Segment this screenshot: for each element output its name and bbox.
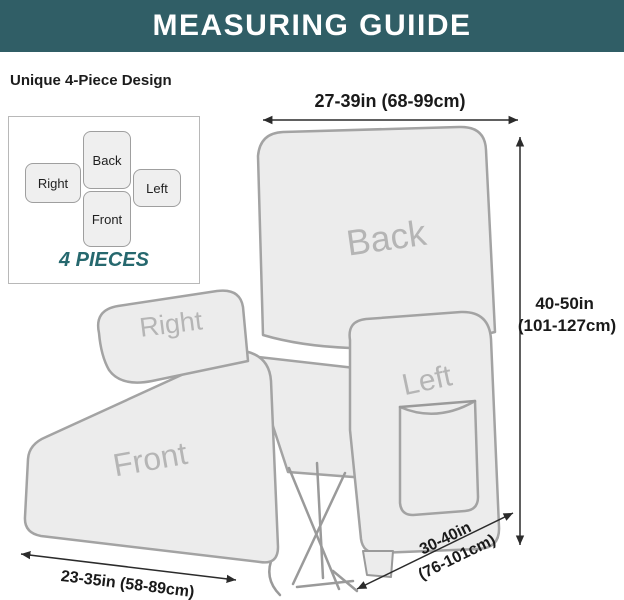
right-armrest-shape [96,289,250,384]
mechanism-foot [331,569,359,593]
width-label-top: 27-39in (68-99cm) [314,91,465,111]
piece-right: Right [25,163,81,203]
pieces-diagram: Back Right Left Front 4 PIECES [8,116,200,284]
height-label-line1: 40-50in [535,294,594,313]
piece-back: Back [83,131,131,189]
mechanism-base-bar [295,579,355,589]
footrest-shape [23,348,280,564]
page-title: MEASURING GUIIDE [152,9,472,42]
header-banner: MEASURING GUIIDE [0,0,624,52]
mechanism-strut-2 [291,471,347,586]
mechanism-strut-3 [315,461,325,580]
depth-arrow [356,512,514,590]
piece-left: Left [133,169,181,207]
piece-front: Front [83,191,131,247]
height-label: 40-50in (101-127cm) [518,294,616,335]
side-pocket [398,399,480,517]
height-label-line2: (101-127cm) [518,316,616,335]
mechanism-strut-1 [287,466,341,591]
width-arrow-bottom [20,550,237,584]
pocket-opening [398,399,477,409]
design-label: Unique 4-Piece Design [10,72,172,89]
pieces-caption: 4 PIECES [58,249,150,271]
